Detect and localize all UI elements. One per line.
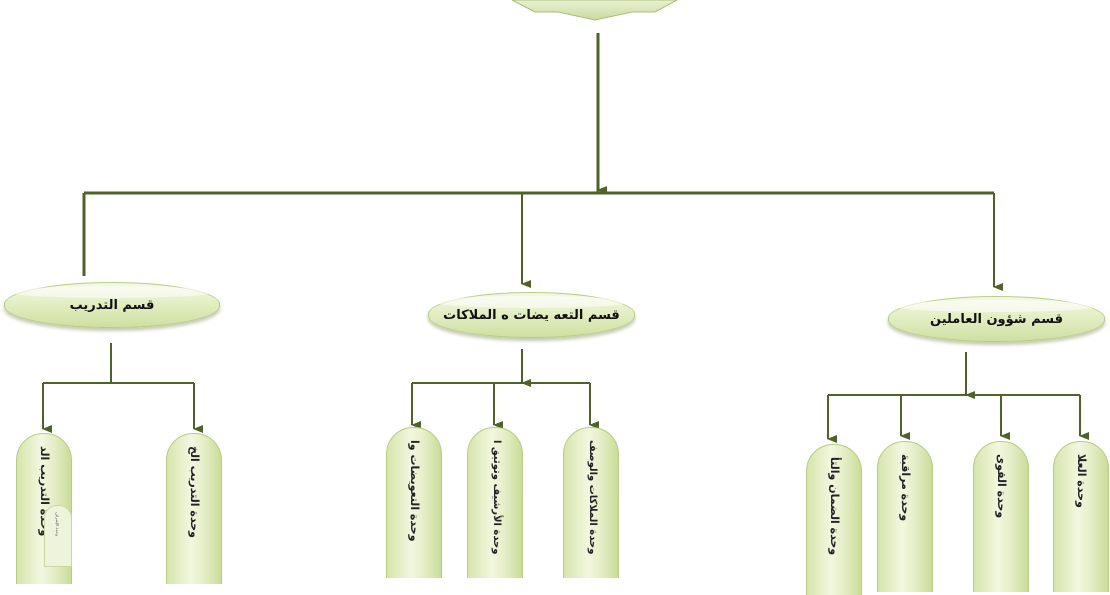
- unit-pers-1: وحدة الضمان والتأ: [806, 444, 862, 595]
- unit-pers-3-label: وحدة القوى: [995, 454, 1008, 519]
- unit-training-2: وحدة التدريب الخ: [166, 433, 222, 584]
- unit-comp-3: وحدة الملاكات والوصف: [563, 427, 619, 578]
- unit-training-tiny-label: وحدة الإشراف: [55, 512, 60, 537]
- unit-comp-1: وحدة التعويضات وا: [386, 427, 442, 578]
- department-compensation: قسم التعه يضات ه الملاكات: [428, 292, 635, 338]
- unit-training-tiny: وحدة الإشراف: [44, 505, 72, 567]
- unit-pers-2: وحدة مراقبة: [877, 441, 933, 592]
- department-compensation-label: قسم التعه يضات ه الملاكات: [443, 307, 620, 323]
- unit-pers-4-label: وحدة العلا: [1075, 454, 1088, 508]
- unit-pers-1-label: وحدة الضمان والتأ: [828, 457, 841, 556]
- unit-training-2-label: وحدة التدريب الخ: [188, 446, 201, 538]
- unit-pers-4: وحدة العلا: [1053, 441, 1109, 592]
- department-personnel: قسم شؤون العاملين: [888, 296, 1105, 342]
- unit-comp-2: وحدة الأرشيف وتوثيق ا: [467, 427, 523, 578]
- unit-pers-2-label: وحدة مراقبة: [899, 454, 912, 522]
- unit-comp-2-label: وحدة الأرشيف وتوثيق ا: [491, 440, 502, 555]
- department-personnel-label: قسم شؤون العاملين: [930, 311, 1064, 327]
- unit-comp-3-label: وحدة الملاكات والوصف: [587, 440, 598, 555]
- unit-comp-1-label: وحدة التعويضات وا: [408, 440, 421, 542]
- top-arrow-shape: [511, 0, 678, 21]
- department-training: قسم التدريب: [4, 282, 220, 328]
- department-training-label: قسم التدريب: [69, 297, 155, 313]
- connector-lines: [42, 0, 1089, 443]
- unit-pers-3: وحدة القوى: [973, 441, 1029, 592]
